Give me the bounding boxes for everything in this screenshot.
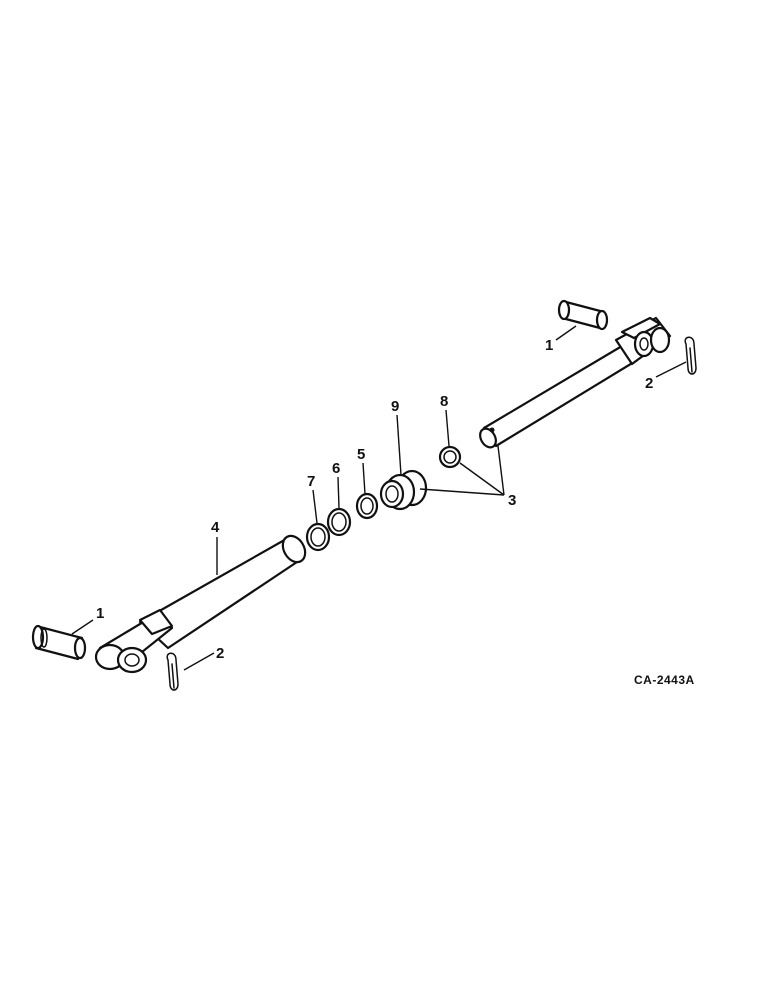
callout-6: 6 [332,460,340,477]
upper-shaft-assembly [479,316,672,449]
callout-1-right: 1 [545,337,553,354]
ring-7 [305,522,331,552]
ring-8 [438,445,462,469]
right-clevis-pin [557,299,609,331]
callout-4: 4 [211,519,220,536]
bushing-9 [379,469,428,511]
lower-tube-assembly [94,534,307,674]
figure-id: CA-2443A [634,673,695,687]
callout-7: 7 [307,473,315,490]
left-clevis-pin [31,624,87,661]
left-hair-pin [166,652,179,691]
leader-lines [71,325,687,671]
callout-2-right: 2 [645,375,653,392]
callout-3: 3 [508,492,516,509]
callout-9: 9 [391,398,399,415]
callout-1-left: 1 [96,605,104,622]
callout-5: 5 [357,446,365,463]
washer-6 [326,507,352,537]
callout-2-left: 2 [216,645,224,662]
callout-8: 8 [440,393,448,410]
right-hair-pin [684,336,697,375]
snap-ring-5 [355,492,379,520]
